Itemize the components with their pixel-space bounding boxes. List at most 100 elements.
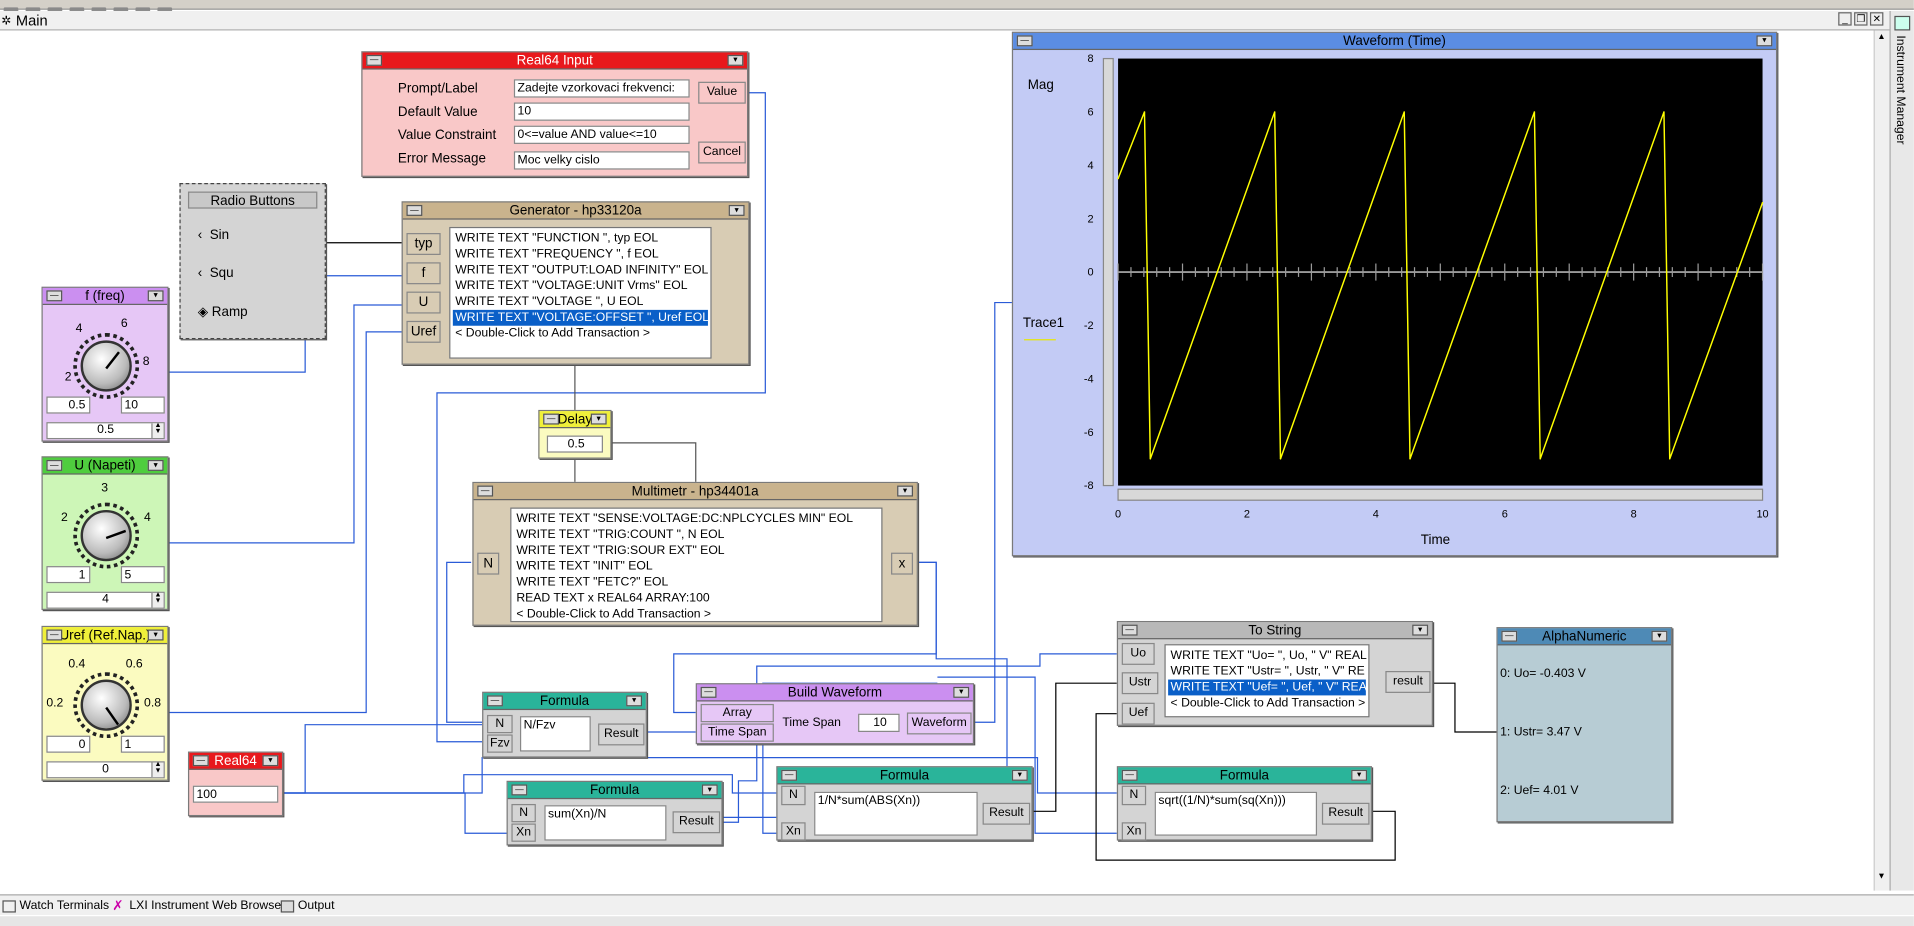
generator-input-uref[interactable]: Uref [406, 320, 441, 343]
toolbar-icon[interactable] [69, 7, 85, 15]
object-menu-button[interactable]: — [406, 204, 423, 216]
formula-input-n[interactable]: N [1121, 785, 1147, 806]
knob-f-max[interactable]: 10 [120, 396, 165, 414]
delay-value[interactable]: 0.5 [546, 435, 603, 453]
formula-input-fzv[interactable]: Fzv [487, 734, 513, 753]
transaction-line[interactable]: WRITE TEXT "Ustr= ", Ustr, " V" RE [1170, 664, 1365, 679]
tab-output[interactable]: Output [278, 898, 334, 915]
knob-u-min[interactable]: 1 [46, 566, 91, 584]
vertical-scrollbar[interactable]: ▲ ▼ [1873, 30, 1890, 891]
knob-uref-object[interactable]: Uref (Ref.Nap.) — ▾ 0.2 0.4 0.6 0.8 0 1 … [41, 625, 169, 781]
instrument-manager-tab[interactable]: Instrument Manager [1893, 35, 1907, 145]
toolbar-icon[interactable] [113, 7, 129, 15]
object-menu-button[interactable]: — [543, 413, 560, 425]
formula-input-n[interactable]: N [511, 803, 536, 823]
scroll-up-icon[interactable]: ▲ [1877, 32, 1886, 42]
object-menu-button[interactable]: — [1121, 624, 1138, 636]
build-waveform-input-array[interactable]: Array [700, 703, 774, 723]
object-menu-button[interactable]: — [192, 755, 209, 767]
knob-uref-min[interactable]: 0 [46, 735, 91, 753]
generator-input-f[interactable]: f [406, 262, 441, 285]
real64-input-title[interactable]: Real64 Input [362, 52, 748, 70]
toolbar-icon[interactable] [91, 7, 107, 15]
to-string-input-uef[interactable]: Uef [1121, 702, 1155, 725]
spin-arrows-icon[interactable]: ▲▼ [151, 592, 164, 608]
spin-arrows-icon[interactable]: ▲▼ [151, 422, 164, 438]
object-minimize-button[interactable]: ▾ [701, 784, 718, 796]
formula-nfzv-title[interactable]: Formula [483, 692, 646, 711]
object-menu-button[interactable]: — [477, 485, 494, 497]
multimetr-input-n[interactable]: N [477, 552, 500, 575]
transaction-line[interactable]: WRITE TEXT "SENSE:VOLTAGE:DC:NPLCYCLES M… [516, 512, 854, 526]
transaction-line[interactable]: WRITE TEXT "VOLTAGE:UNIT Vrms" EOL [455, 279, 688, 293]
add-transaction-line[interactable]: < Double-Click to Add Transaction > [1170, 696, 1366, 711]
object-minimize-button[interactable]: ▾ [1412, 624, 1429, 636]
formula-mean-title[interactable]: Formula [507, 782, 722, 800]
value-constraint-field[interactable]: 0<=value AND value<=10 [513, 125, 690, 144]
add-transaction-line[interactable]: < Double-Click to Add Transaction > [516, 607, 712, 621]
trace-legend[interactable]: Trace1 [1022, 315, 1065, 331]
knob-uref-value[interactable]: 0▲▼ [46, 761, 165, 779]
generator-input-typ[interactable]: typ [406, 233, 441, 255]
transaction-line-selected[interactable]: WRITE TEXT "VOLTAGE:OFFSET ", Uref EOL [452, 309, 709, 326]
transaction-line[interactable]: WRITE TEXT "TRIG:COUNT ", N EOL [516, 528, 725, 542]
tab-lxi-browser[interactable]: ✗LXI Instrument Web Browser [110, 898, 285, 915]
x-scrollbar[interactable] [1117, 488, 1764, 501]
build-waveform-input-timespan[interactable]: Time Span [700, 723, 774, 742]
formula-input-xn[interactable]: Xn [1121, 822, 1147, 841]
instrument-manager-icon[interactable] [1894, 15, 1911, 31]
object-minimize-button[interactable]: ▾ [1756, 35, 1773, 47]
instrument-manager-panel[interactable]: Instrument Manager [1889, 10, 1914, 891]
formula-result-pin[interactable]: Result [1321, 802, 1370, 825]
object-minimize-button[interactable]: ▾ [953, 686, 970, 698]
knob-uref-dial[interactable] [80, 679, 132, 731]
formula-input-xn[interactable]: Xn [511, 823, 536, 842]
formula-result-pin[interactable]: Result [598, 723, 645, 746]
formula-rms-title[interactable]: Formula [1118, 767, 1371, 785]
object-menu-button[interactable]: — [366, 54, 383, 66]
knob-uref-max[interactable]: 1 [120, 735, 165, 753]
formula-input-n[interactable]: N [487, 714, 513, 734]
formula-expression[interactable]: N/Fzv [519, 716, 591, 752]
object-menu-button[interactable]: — [1121, 769, 1138, 781]
object-minimize-button[interactable]: ▾ [1351, 769, 1368, 781]
formula-abs-object[interactable]: Formula — ▾ N Xn 1/N*sum(ABS(Xn)) Result [776, 766, 1033, 841]
add-transaction-line[interactable]: < Double-Click to Add Transaction > [455, 326, 651, 341]
transaction-line[interactable]: WRITE TEXT "VOLTAGE ", U EOL [455, 295, 644, 309]
knob-f-value[interactable]: 0.5▲▼ [46, 422, 165, 440]
object-menu-button[interactable]: — [46, 629, 63, 641]
knob-u-object[interactable]: U (Napeti) — ▾ 2 3 4 1 5 4▲▼ [41, 456, 169, 610]
object-menu-button[interactable]: — [511, 784, 528, 796]
object-minimize-button[interactable]: ▾ [1651, 630, 1668, 642]
y-scrollbar[interactable] [1102, 57, 1114, 487]
radio-buttons-title[interactable]: Radio Buttons [187, 191, 318, 209]
radio-ramp[interactable]: ◈ Ramp [198, 304, 248, 320]
object-menu-button[interactable]: — [1016, 35, 1033, 47]
multimetr-output-x[interactable]: x [891, 552, 914, 575]
object-minimize-button[interactable]: ▾ [897, 485, 914, 497]
restore-button[interactable]: ❐ [1854, 12, 1868, 26]
tab-watch-terminals[interactable]: Watch Terminals [0, 898, 109, 915]
error-message-field[interactable]: Moc velky cislo [513, 151, 690, 170]
knob-u-title[interactable]: U (Napeti) [42, 457, 168, 475]
to-string-input-uo[interactable]: Uo [1121, 642, 1155, 665]
object-menu-button[interactable]: — [1501, 630, 1518, 642]
formula-result-pin[interactable]: Result [982, 802, 1031, 825]
transaction-line[interactable]: READ TEXT x REAL64 ARRAY:100 [516, 591, 710, 606]
delay-object[interactable]: Delay — ▾ 0.5 [538, 409, 612, 459]
close-button[interactable]: ✕ [1869, 12, 1884, 26]
generator-object[interactable]: Generator - hp33120a — ▾ typ f U Uref WR… [401, 201, 750, 365]
radio-sin[interactable]: ‹ Sin [198, 228, 229, 243]
minimize-button[interactable]: _ [1838, 12, 1852, 26]
radio-squ[interactable]: ‹ Squ [198, 266, 234, 281]
object-minimize-button[interactable]: ▾ [728, 204, 745, 216]
formula-rms-object[interactable]: Formula — ▾ N Xn sqrt((1/N)*sum(sq(Xn)))… [1116, 766, 1372, 841]
cancel-output-pin[interactable]: Cancel [698, 141, 746, 164]
transaction-line[interactable]: WRITE TEXT "TRIG:SOUR EXT" EOL [516, 544, 725, 558]
real64-constant-value[interactable]: 100 [192, 785, 279, 803]
to-string-output-result[interactable]: result [1385, 671, 1431, 693]
object-minimize-button[interactable]: ▾ [147, 629, 164, 641]
formula-abs-title[interactable]: Formula [777, 767, 1032, 785]
formula-result-pin[interactable]: Result [672, 811, 721, 834]
